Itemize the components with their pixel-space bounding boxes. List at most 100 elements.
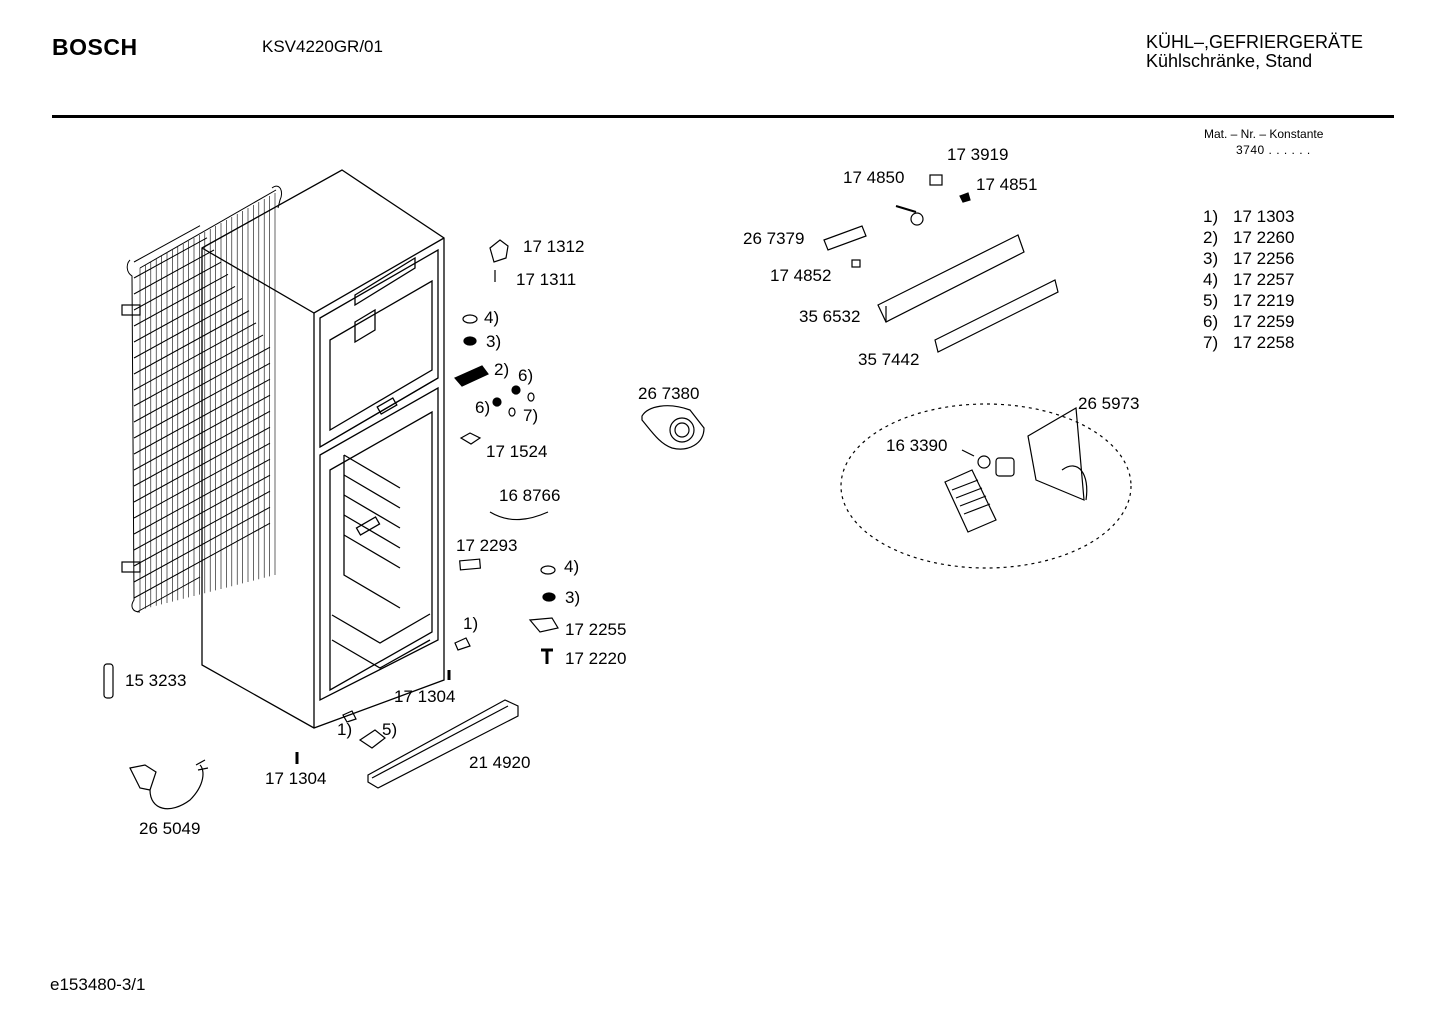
ref-label: 3) xyxy=(565,588,581,607)
condenser-tube xyxy=(133,225,201,263)
legend-key: 4) xyxy=(1203,270,1219,289)
ref-label: 1) xyxy=(463,614,479,633)
coil-bracket xyxy=(121,561,141,573)
sensor-cable xyxy=(489,511,549,521)
legend-key: 5) xyxy=(1203,291,1219,310)
condenser-coil xyxy=(126,185,283,613)
bushing xyxy=(463,336,477,346)
thermostat xyxy=(823,225,867,251)
part-label: 17 1304 xyxy=(265,769,327,788)
ref-label: 4) xyxy=(484,308,500,327)
drawing-code: e153480-3/1 xyxy=(50,975,146,994)
part-label: 17 2293 xyxy=(456,536,518,555)
legend-part: 17 1303 xyxy=(1233,207,1295,226)
hinge-bracket xyxy=(528,617,559,633)
part-label: 17 4850 xyxy=(843,168,905,187)
condenser-tube xyxy=(133,334,264,407)
condenser-tube xyxy=(133,298,243,359)
category-title: KÜHL–,GEFRIERGERÄTE xyxy=(1146,32,1364,52)
screw xyxy=(492,397,502,407)
part-label: 17 3919 xyxy=(947,145,1009,164)
bushing xyxy=(542,592,556,602)
foot-cover xyxy=(358,729,386,749)
part-label: 17 4851 xyxy=(976,175,1038,194)
hinge-cap xyxy=(489,239,509,263)
ref-label: 5) xyxy=(382,720,398,739)
thermostat-knob xyxy=(910,212,924,226)
part-label: 16 3390 xyxy=(886,436,948,455)
condenser-tube xyxy=(133,322,257,391)
ref-label: 7) xyxy=(523,406,539,425)
legend-key: 3) xyxy=(1203,249,1219,268)
part-label: 21 4920 xyxy=(469,753,531,772)
condenser-tubes xyxy=(133,193,276,610)
legend-row: 2) 17 2260 xyxy=(1203,227,1294,248)
part-label: 17 1312 xyxy=(523,237,585,256)
part-label: 26 7380 xyxy=(638,384,700,403)
part-label: 17 4852 xyxy=(770,266,832,285)
light-assembly-group xyxy=(840,403,1132,569)
condenser-tube xyxy=(133,286,236,343)
label-plate xyxy=(459,558,482,571)
legend-part: 17 2260 xyxy=(1233,228,1295,247)
part-label: 35 6532 xyxy=(799,307,861,326)
ref-label: 4) xyxy=(564,557,580,576)
header-divider xyxy=(52,115,1394,118)
starter xyxy=(103,663,114,699)
legend-key: 7) xyxy=(1203,333,1219,352)
hinge-plate xyxy=(454,365,489,387)
part-label: 17 1311 xyxy=(516,270,577,289)
legend-row: 6) 17 2259 xyxy=(1203,311,1294,332)
mat-constant-label: Mat. – Nr. – Konstante xyxy=(1204,127,1324,141)
fan-cover xyxy=(641,405,705,450)
legend-key: 2) xyxy=(1203,228,1219,247)
legend-key: 1) xyxy=(1203,207,1219,226)
category-subtitle: Kühlschränke, Stand xyxy=(1146,51,1313,71)
screw xyxy=(511,385,521,395)
washer xyxy=(527,392,535,402)
legend-key: 6) xyxy=(1203,312,1219,331)
legend-row: 3) 17 2256 xyxy=(1203,248,1294,269)
trim-strip xyxy=(934,279,1059,353)
condenser-tube xyxy=(133,310,250,375)
legend-part: 17 2259 xyxy=(1233,312,1295,331)
mat-constant-value: 3740 . . . . . . xyxy=(1236,143,1311,157)
pad xyxy=(459,432,482,445)
part-label: 26 7379 xyxy=(743,229,805,248)
legend-part: 17 2258 xyxy=(1233,333,1295,352)
part-label: 17 2220 xyxy=(565,649,627,668)
washer xyxy=(540,565,556,575)
part-label: 26 5973 xyxy=(1078,394,1140,413)
ref-label: 2) xyxy=(494,360,510,379)
legend-row: 4) 17 2257 xyxy=(1203,269,1294,290)
ref-label: 6) xyxy=(475,398,491,417)
legend-part: 17 2219 xyxy=(1233,291,1295,310)
light-assembly xyxy=(944,407,1088,533)
washer xyxy=(508,407,516,417)
control-panel xyxy=(877,234,1025,323)
part-label: 16 8766 xyxy=(499,486,561,505)
legend-part: 17 2256 xyxy=(1233,249,1295,268)
clip xyxy=(851,259,861,268)
model-number: KSV4220GR/01 xyxy=(262,37,383,56)
legend: 1)17 1303 2)17 2260 3)17 2256 4)17 2257 … xyxy=(1203,206,1294,353)
legend-row: 1) 17 1303 xyxy=(1203,206,1294,227)
part-label: 26 5049 xyxy=(139,819,201,838)
legend-part: 17 2257 xyxy=(1233,270,1295,289)
washer xyxy=(462,314,478,324)
part-label: 17 2255 xyxy=(565,620,627,639)
part-label: 35 7442 xyxy=(858,350,920,369)
coil-bracket xyxy=(121,304,141,316)
bolt xyxy=(541,648,553,664)
power-cord xyxy=(129,759,209,810)
screw xyxy=(959,192,971,203)
part-label: 15 3233 xyxy=(125,671,187,690)
ref-label: 6) xyxy=(518,366,534,385)
ref-label: 1) xyxy=(337,720,353,739)
condenser-tube xyxy=(133,237,208,279)
knob-cap xyxy=(929,174,943,186)
condenser-tube xyxy=(133,273,229,327)
ref-label: 3) xyxy=(486,332,502,351)
part-label: 17 1304 xyxy=(394,687,456,706)
